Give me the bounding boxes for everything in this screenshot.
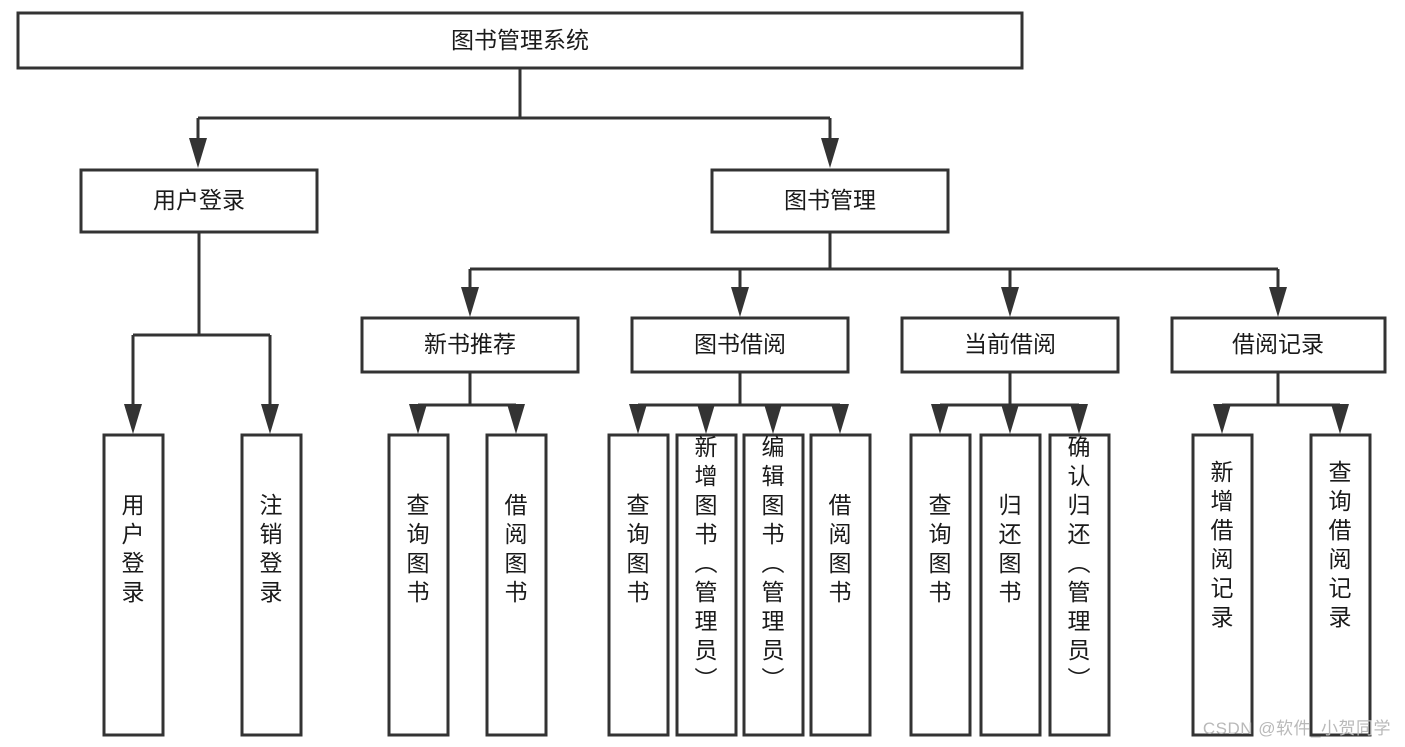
node-borrow-record[interactable]: 借阅记录 [1170, 316, 1387, 374]
leaf-user-login-1-label: 用户登录 [122, 492, 145, 605]
node-book-management-label: 图书管理 [784, 187, 876, 213]
node-book-borrow[interactable]: 图书借阅 [630, 316, 850, 374]
arrow-current-leaf-2 [1001, 404, 1019, 434]
node-root-box[interactable] [16, 11, 1024, 70]
leaf-current-borrow-1-box[interactable] [909, 433, 972, 737]
leaf-borrow-record-1-label: 新增借阅记录 [1211, 459, 1234, 630]
leaf-book-borrow-1-box[interactable] [607, 433, 670, 737]
arrow-bookmgmt-to-newbook [461, 287, 479, 317]
node-root[interactable]: 图书管理系统 [16, 11, 1024, 70]
leaf-book-borrow-2-label: 新增图书︵管理员︶ [695, 434, 718, 692]
leaf-book-borrow-1-label: 查询图书 [627, 492, 650, 605]
leaf-borrow-record-1-box[interactable] [1191, 433, 1254, 737]
arrow-borrow-leaf-2 [697, 404, 715, 434]
arrow-current-leaf-3 [1070, 404, 1088, 434]
arrow-borrow-leaf-4 [831, 404, 849, 434]
leaf-book-borrow-3-box[interactable] [742, 433, 805, 737]
node-user-login[interactable]: 用户登录 [79, 168, 319, 234]
leaf-book-borrow-4-box[interactable] [809, 433, 872, 737]
leaf-current-borrow-2[interactable]: 归还图书 [979, 433, 1042, 737]
leaf-book-borrow-3-label: 编辑图书︵管理员︶ [762, 434, 785, 692]
arrow-bookmgmt-to-record [1269, 287, 1287, 317]
arrow-root-to-book-mgmt [821, 138, 839, 168]
leaf-book-borrow-2-box[interactable] [675, 433, 738, 737]
leaf-user-login-2[interactable]: 注销登录 [240, 433, 303, 737]
leaf-current-borrow-1[interactable]: 查询图书 [909, 433, 972, 737]
csdn-watermark: CSDN @软件_小贺同学 [1202, 719, 1391, 738]
leaf-book-borrow-1[interactable]: 查询图书 [607, 433, 670, 737]
leaf-book-borrow-4[interactable]: 借阅图书 [809, 433, 872, 737]
arrow-record-leaf-2 [1331, 404, 1349, 434]
leaf-borrow-record-2[interactable]: 查询借阅记录 [1309, 433, 1372, 737]
leaf-user-login-2-box[interactable] [240, 433, 303, 737]
leaf-book-borrow-4-label: 借阅图书 [829, 492, 852, 605]
arrow-newbook-leaf-2 [507, 404, 525, 434]
node-borrow-record-label: 借阅记录 [1232, 331, 1324, 357]
leaf-new-book-1-box[interactable] [387, 433, 450, 737]
arrow-root-to-user-login [189, 138, 207, 168]
arrow-current-leaf-1 [931, 404, 949, 434]
connector-layer [124, 68, 1349, 434]
leaf-new-book-2-label: 借阅图书 [505, 492, 528, 605]
leaf-new-book-2[interactable]: 借阅图书 [485, 433, 548, 737]
arrow-record-leaf-1 [1213, 404, 1231, 434]
leaf-new-book-1-label: 查询图书 [407, 492, 430, 605]
arrow-newbook-leaf-1 [409, 404, 427, 434]
arrow-borrow-leaf-3 [764, 404, 782, 434]
node-book-management-box[interactable] [710, 168, 950, 234]
node-new-book-recommend-label: 新书推荐 [424, 331, 516, 357]
node-borrow-record-box[interactable] [1170, 316, 1387, 374]
leaf-current-borrow-3-label: 确认归还︵管理员︶ [1068, 434, 1091, 692]
leaf-borrow-record-2-box[interactable] [1309, 433, 1372, 737]
node-user-login-label: 用户登录 [153, 187, 245, 213]
arrow-bookmgmt-to-current [1001, 287, 1019, 317]
leaf-new-book-2-box[interactable] [485, 433, 548, 737]
leaf-book-borrow-2[interactable]: 新增图书︵管理员︶ [675, 433, 738, 737]
node-new-book-recommend[interactable]: 新书推荐 [360, 316, 580, 374]
arrow-bookmgmt-to-borrow [731, 287, 749, 317]
arrow-userlogin-leaf-2 [261, 404, 279, 434]
leaf-borrow-record-2-label: 查询借阅记录 [1329, 459, 1352, 630]
leaf-current-borrow-2-box[interactable] [979, 433, 1042, 737]
arrow-userlogin-leaf-1 [124, 404, 142, 434]
leaf-current-borrow-1-label: 查询图书 [929, 492, 952, 605]
node-user-login-box[interactable] [79, 168, 319, 234]
node-new-book-recommend-box[interactable] [360, 316, 580, 374]
leaf-current-borrow-3-box[interactable] [1048, 433, 1111, 737]
leaf-current-borrow-2-label: 归还图书 [999, 492, 1022, 605]
arrow-borrow-leaf-1 [629, 404, 647, 434]
leaf-user-login-1-box[interactable] [102, 433, 165, 737]
leaf-new-book-1[interactable]: 查询图书 [387, 433, 450, 737]
leaf-borrow-record-1[interactable]: 新增借阅记录 [1191, 433, 1254, 737]
node-current-borrow[interactable]: 当前借阅 [900, 316, 1120, 374]
leaf-user-login-2-label: 注销登录 [260, 492, 283, 605]
node-root-label: 图书管理系统 [451, 27, 589, 53]
leaf-user-login-1[interactable]: 用户登录 [102, 433, 165, 737]
node-current-borrow-label: 当前借阅 [964, 331, 1056, 357]
node-current-borrow-box[interactable] [900, 316, 1120, 374]
leaf-book-borrow-3[interactable]: 编辑图书︵管理员︶ [742, 433, 805, 737]
leaf-current-borrow-3[interactable]: 确认归还︵管理员︶ [1048, 433, 1111, 737]
node-book-borrow-label: 图书借阅 [694, 331, 786, 357]
node-book-management[interactable]: 图书管理 [710, 168, 950, 234]
node-book-borrow-box[interactable] [630, 316, 850, 374]
